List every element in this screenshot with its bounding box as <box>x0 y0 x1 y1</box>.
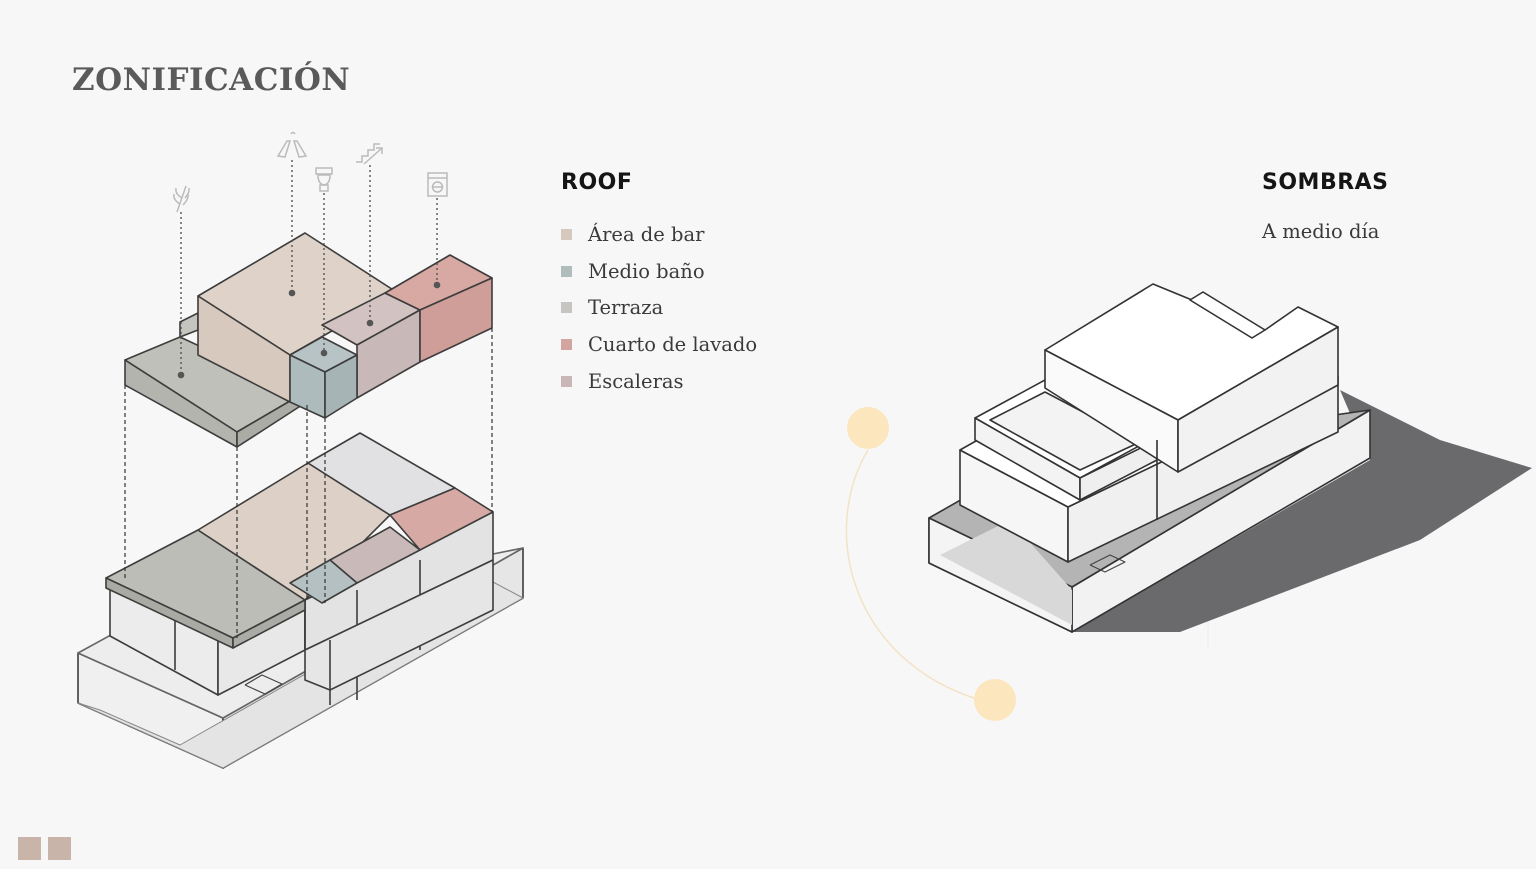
toilet-icon <box>315 167 333 192</box>
legend-item-half-bath: Medio baño <box>561 253 757 290</box>
legend-swatch-bar <box>561 228 572 240</box>
stairs-icon <box>356 143 383 165</box>
legend-swatch-laundry <box>561 339 572 351</box>
shadows-subtitle: A medio día <box>1262 220 1380 243</box>
legend-swatch-half-bath <box>561 265 572 277</box>
corner-square <box>48 837 71 860</box>
legend-item-bar: Área de bar <box>561 216 757 253</box>
legend-label: Terraza <box>588 296 664 320</box>
washer-icon <box>427 172 448 197</box>
legend-item-laundry: Cuarto de lavado <box>561 326 757 363</box>
sun-noon-icon <box>974 679 1016 721</box>
page-title: ZONIFICACIÓN <box>72 62 351 98</box>
legend-swatch-stairs <box>561 376 572 388</box>
corner-square <box>18 837 41 860</box>
legend-item-terrace: Terraza <box>561 290 757 327</box>
legend-swatch-terrace <box>561 302 572 314</box>
legend-label: Área de bar <box>588 222 705 246</box>
legend-label: Medio baño <box>588 259 705 283</box>
shadows-heading: SOMBRAS <box>1262 170 1389 195</box>
sun-morning-icon <box>847 407 889 449</box>
plant-icon <box>173 185 190 213</box>
bottle-icon <box>276 131 308 158</box>
legend-label: Escaleras <box>588 370 684 394</box>
corner-decoration <box>18 837 71 860</box>
legend-item-stairs: Escaleras <box>561 363 757 400</box>
roof-heading: ROOF <box>561 170 633 195</box>
roof-legend: Área de bar Medio baño Terraza Cuarto de… <box>561 216 757 400</box>
legend-label: Cuarto de lavado <box>588 333 758 357</box>
